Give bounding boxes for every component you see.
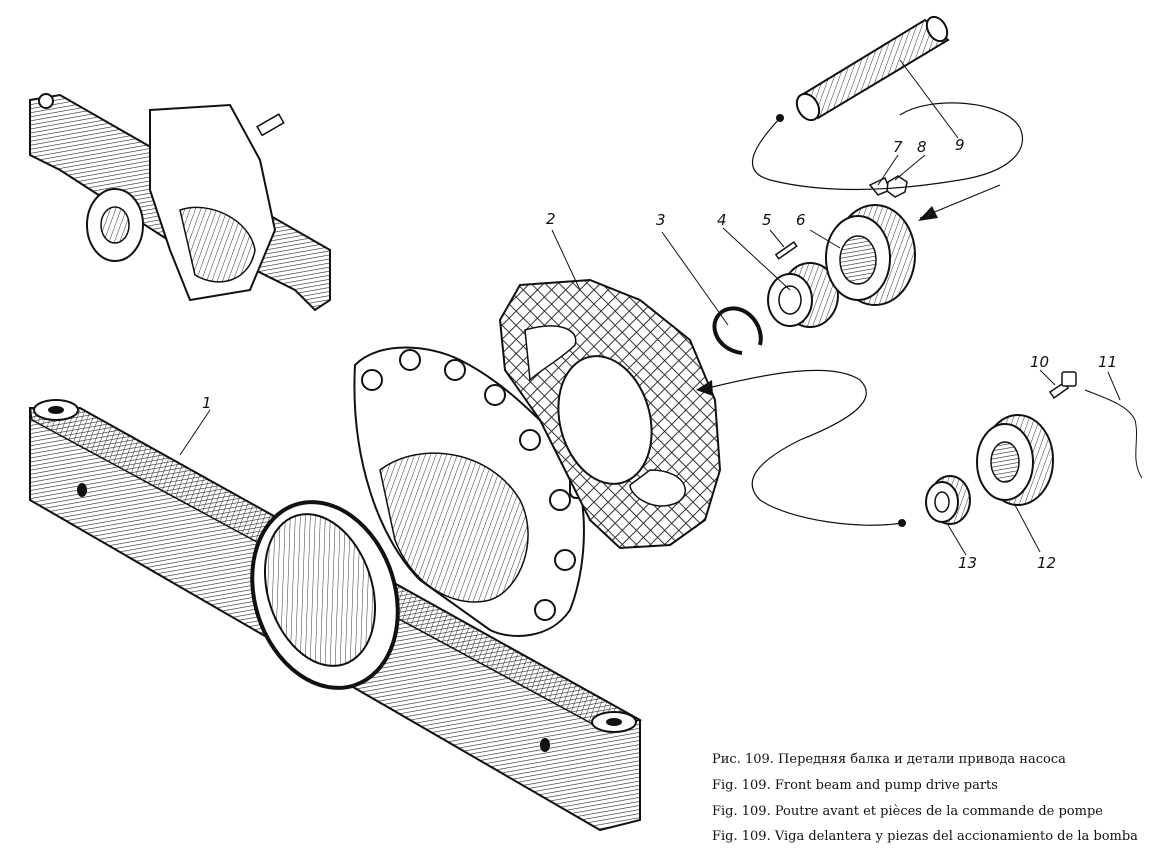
callout-11: 11 <box>1098 353 1118 371</box>
sleeve <box>925 475 971 525</box>
callout-3: 3 <box>656 211 666 229</box>
callout-4: 4 <box>717 211 727 229</box>
front-beam <box>29 399 643 832</box>
callout-9: 9 <box>955 136 965 154</box>
callout-2: 2 <box>546 210 556 228</box>
splined-shaft <box>795 15 950 122</box>
callout-5: 5 <box>762 211 772 229</box>
callout-12: 12 <box>1037 554 1057 572</box>
callout-10: 10 <box>1030 353 1050 371</box>
nut <box>886 175 908 198</box>
assembly-arrow-upper <box>751 102 1024 221</box>
leader-lines <box>179 59 1121 556</box>
assembly-arrow-lower <box>696 369 906 527</box>
callout-8: 8 <box>917 138 927 156</box>
gear-housing <box>353 346 591 637</box>
caption-spanish: Fig. 109. Viga delantera y piezas del ac… <box>712 829 1138 844</box>
gasket <box>498 278 722 550</box>
callout-13: 13 <box>958 554 978 572</box>
caption-russian: Рис. 109. Передняя балка и детали привод… <box>712 752 1066 767</box>
caption-french: Fig. 109. Poutre avant et pièces de la c… <box>712 804 1103 819</box>
caption-english: Fig. 109. Front beam and pump drive part… <box>712 778 998 793</box>
callout-1: 1 <box>202 394 212 412</box>
callout-6: 6 <box>796 211 806 229</box>
pin <box>774 241 798 260</box>
flanged-housing <box>825 204 916 306</box>
pump-assembly <box>29 93 331 312</box>
flange-ring <box>976 414 1054 506</box>
bolt <box>1048 371 1077 400</box>
callout-7: 7 <box>893 138 903 156</box>
snap-ring <box>712 306 763 355</box>
bushing <box>767 262 839 328</box>
lock-wire <box>1084 389 1143 479</box>
